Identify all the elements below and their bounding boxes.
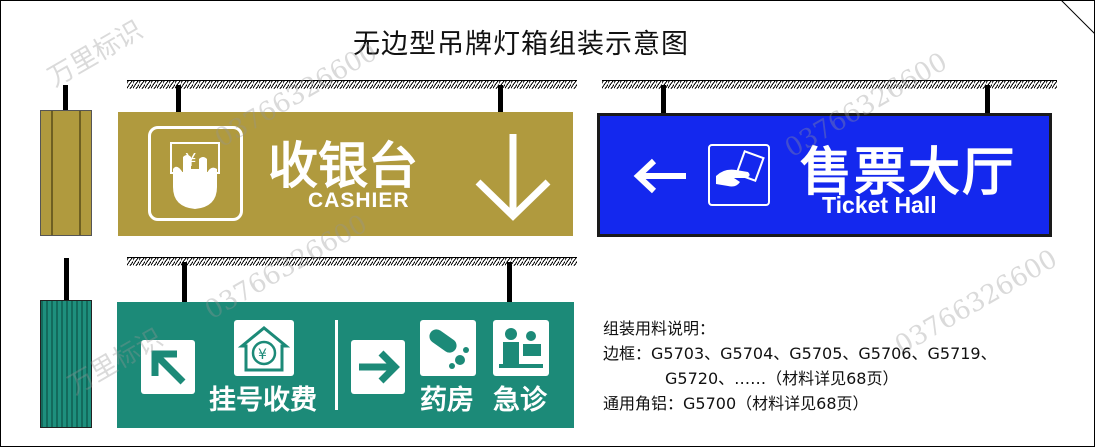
side-view-teal	[40, 300, 92, 428]
diagram-title: 无边型吊牌灯箱组装示意图	[353, 29, 689, 60]
hanging-rod	[182, 262, 187, 302]
emergency-cn-label: 急诊	[493, 385, 547, 416]
yen-house-icon: ¥	[234, 320, 294, 376]
hospital-sign: ¥ 挂号收费 药房 急诊	[117, 302, 574, 428]
corner-parts: G5700（材料详见68页）	[683, 394, 869, 413]
ticket-cn-label: 售票大厅	[800, 142, 1017, 203]
hanging-rod	[176, 85, 181, 113]
hanging-rod	[507, 262, 512, 302]
arrow-left-icon	[633, 158, 686, 194]
frame-parts-line2: G5720、……（材料详见68页）	[665, 369, 899, 388]
pills-icon	[420, 320, 476, 376]
yen-hand-icon: ¥	[148, 126, 243, 221]
ticket-hand-icon	[708, 144, 770, 206]
frame-label: 边框：	[603, 344, 652, 363]
hanging-rod	[498, 85, 503, 113]
hanging-rod	[661, 85, 666, 113]
doctor-patient-icon	[493, 320, 549, 376]
corner-line	[1060, 0, 1095, 35]
svg-text:¥: ¥	[258, 347, 267, 363]
notes-heading: 组装用料说明：	[603, 319, 716, 338]
ticket-en-label: Ticket Hall	[822, 192, 937, 218]
pharmacy-cn-label: 药房	[420, 385, 474, 416]
arrow-down-icon	[475, 134, 551, 221]
ceiling-rail	[602, 80, 1057, 89]
hanging-rod	[64, 258, 69, 300]
cashier-cn-label: 收银台	[268, 137, 418, 195]
arrow-up-left-icon	[141, 340, 195, 394]
cashier-sign: ¥ 收银台 CASHIER	[118, 112, 573, 236]
hanging-rod	[985, 85, 990, 113]
registration-cn-label: 挂号收费	[209, 385, 317, 416]
materials-notes: 组装用料说明： 边框：G5703、G5704、G5705、G5706、G5719…	[603, 316, 997, 416]
ticket-hall-sign: 售票大厅 Ticket Hall	[597, 113, 1052, 237]
arrow-right-icon	[351, 340, 405, 394]
side-view-gold	[40, 110, 92, 236]
hanging-rod	[63, 85, 68, 111]
frame-parts-line1: G5703、G5704、G5705、G5706、G5719、	[651, 344, 997, 363]
sign-divider	[335, 320, 338, 410]
cashier-en-label: CASHIER	[308, 189, 410, 212]
ceiling-rail	[127, 257, 577, 266]
corner-label: 通用角铝：	[603, 394, 684, 413]
ceiling-rail	[127, 80, 577, 89]
